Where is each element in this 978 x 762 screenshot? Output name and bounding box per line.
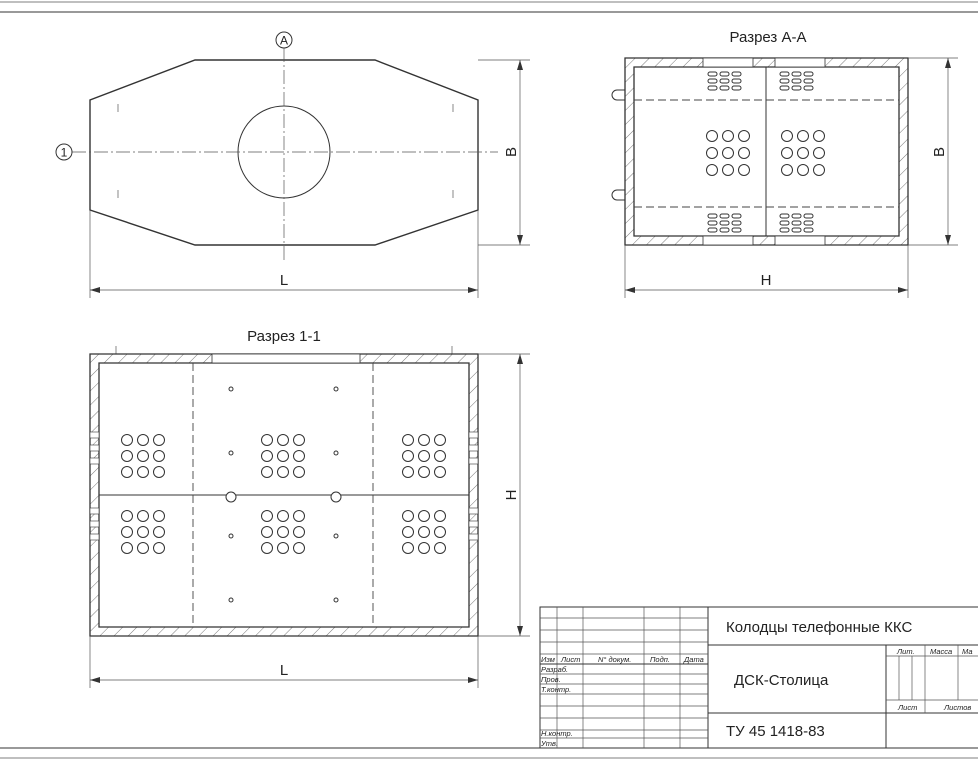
dim-b-aa: В	[931, 147, 948, 157]
col-doc-no: N° докум.	[598, 655, 631, 664]
section-11: Разрез 1-1	[89, 328, 530, 688]
section-11-hole-grid-lower-left	[121, 510, 165, 554]
title-organization: ДСК-Столица	[734, 672, 829, 689]
tb-sheets: Листов	[943, 703, 971, 712]
dim-b-plan: В	[503, 147, 520, 157]
col-izm: Изм	[541, 655, 555, 664]
aa-hole-grid-left	[706, 130, 750, 176]
section-11-hole-grid-upper-right	[402, 434, 446, 478]
title-standard: ТУ 45 1418-83	[726, 723, 825, 740]
marker-a: А	[280, 34, 288, 48]
tb-massa: Масса	[930, 647, 952, 656]
dim-l-11: L	[280, 662, 288, 679]
tb-masshtab: Ма	[962, 647, 973, 656]
tb-lit: Лит.	[896, 647, 915, 656]
row-tkontr: Т.контр.	[541, 685, 571, 694]
title-block: Изм Лист N° докум. Подп. Дата Разраб. Пр…	[539, 606, 978, 749]
col-sign: Подп.	[650, 655, 670, 664]
marker-1: 1	[61, 146, 68, 160]
dim-h-11: Н	[503, 490, 520, 501]
title-main: Колодцы телефонные ККС	[726, 619, 912, 636]
dim-h-aa: Н	[761, 272, 772, 289]
col-list: Лист	[560, 655, 580, 664]
aa-slots-bottom	[707, 213, 814, 233]
tb-sheet: Лист	[897, 703, 917, 712]
section-11-anchors	[225, 386, 342, 603]
dim-l-plan: L	[280, 272, 288, 289]
section-aa: Разрез А-А	[611, 29, 958, 298]
row-nkontr: Н.контр.	[541, 729, 573, 738]
aa-slots-top	[707, 71, 814, 91]
row-utv: Утв.	[540, 739, 558, 748]
section-11-hole-grid-lower-center	[261, 510, 305, 554]
plan-outline	[89, 59, 479, 246]
row-prov: Пров.	[541, 675, 561, 684]
section-11-hole-grid-upper-left	[121, 434, 165, 478]
row-razrab: Разраб.	[541, 665, 568, 674]
section-11-hole-grid-lower-right	[402, 510, 446, 554]
section-11-side-slots	[89, 431, 479, 541]
section-11-title: Разрез 1-1	[247, 328, 321, 345]
plan-view: А 1 В L	[55, 31, 530, 298]
section-11-hole-grid-upper-center	[261, 434, 305, 478]
aa-hole-grid-right	[781, 130, 825, 176]
section-aa-title: Разрез А-А	[730, 29, 807, 46]
col-date: Дата	[683, 655, 704, 664]
